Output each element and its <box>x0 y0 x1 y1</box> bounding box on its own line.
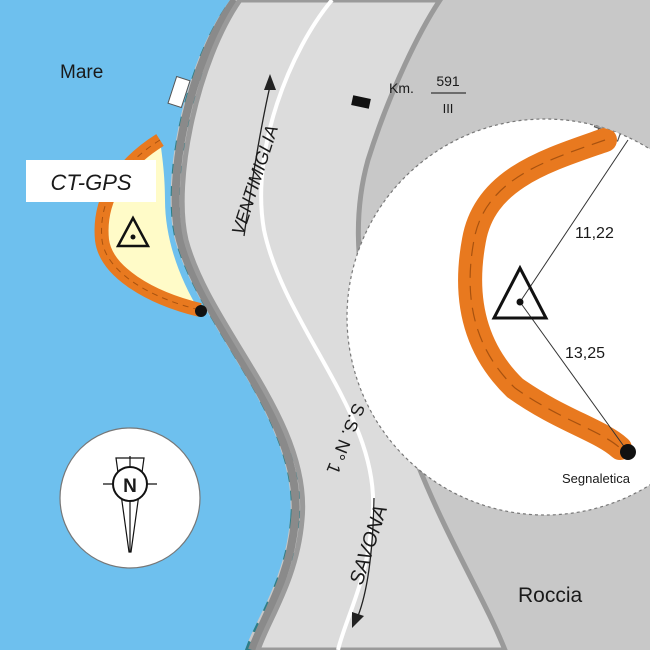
station-pin <box>195 305 207 317</box>
survey-triangle-detail-icon <box>491 264 549 320</box>
shore-strip <box>171 0 300 650</box>
sign-point <box>620 444 636 460</box>
compass-icon <box>59 427 201 569</box>
distance-bottom-label: 13,25 <box>565 345 605 362</box>
signpost-icon <box>593 119 650 142</box>
station-label-box <box>26 160 156 202</box>
rock-label: Roccia <box>518 584 583 607</box>
km-sub: III <box>443 101 454 116</box>
direction-arrow-south <box>352 497 375 628</box>
shore-marker <box>167 75 191 109</box>
reef-detail-rocks <box>469 139 621 449</box>
measurement-line-top <box>519 139 629 303</box>
station-label: CT-GPS <box>50 170 131 195</box>
km-prefix: Km. <box>389 80 414 96</box>
distance-top-label: 11,22 <box>575 225 614 242</box>
measurement-line-bottom <box>519 301 629 453</box>
direction-arrow-north <box>243 74 276 237</box>
detail-circle-content <box>458 119 650 460</box>
km-marker-icon <box>351 95 371 109</box>
sign-label: Segnaletica <box>562 471 631 486</box>
lane-line <box>259 0 376 650</box>
km-number: 591 <box>436 73 460 89</box>
reef-near-station-detail <box>101 139 201 311</box>
sea-label: Mare <box>60 62 103 83</box>
compass-north-label: N <box>123 476 137 497</box>
survey-triangle-icon <box>115 215 151 248</box>
